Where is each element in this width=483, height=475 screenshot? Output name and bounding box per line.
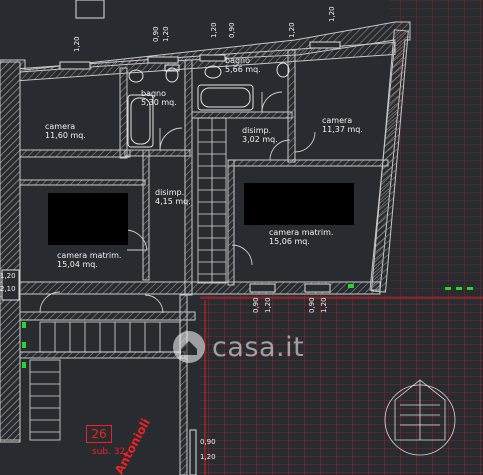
room-area: 3,02 mq.: [242, 135, 278, 144]
redaction-left: [48, 193, 128, 245]
unit-sub: sub. 32: [92, 447, 126, 457]
room-name: disimp.: [242, 126, 272, 135]
room-name: bagno: [225, 56, 251, 65]
room-bagno-right: bagno 5,66 mq.: [225, 56, 261, 74]
door-frame: [189, 429, 197, 475]
room-area: 4,15 mq.: [155, 197, 191, 206]
windows: [1, 41, 341, 301]
room-bagno-left: bagno 5,30 mq.: [141, 89, 177, 107]
dimension-label: 1,20: [73, 36, 81, 52]
room-name: camera: [45, 122, 76, 131]
dimension-label: 0,90: [152, 26, 160, 42]
dimension-label: 0,90: [252, 297, 260, 313]
room-area: 15,06 mq.: [269, 237, 310, 246]
dimension-label: 2,10: [0, 285, 16, 293]
room-name: bagno: [141, 89, 167, 98]
room-camera-right: camera 11,37 mq.: [322, 116, 363, 134]
interior-walls: [19, 49, 389, 475]
dimension-label: 1,20: [200, 453, 216, 461]
door-swings: [39, 91, 316, 314]
dimension-label: 1,20: [320, 297, 328, 313]
watermark: casa.it: [172, 330, 304, 364]
neighbor-roof: [200, 0, 483, 475]
top-box: [75, 0, 105, 19]
dimension-label: 0,90: [200, 438, 216, 446]
dimension-label: 0,90: [228, 22, 236, 38]
room-camera-left: camera 11,60 mq.: [45, 122, 86, 140]
unit-number: 26: [86, 425, 112, 443]
room-matrim-left: camera matrim. 15,04 mq.: [57, 251, 121, 269]
room-name: camera matrim.: [57, 251, 122, 260]
dimension-label: 1,20: [264, 297, 272, 313]
dimension-label: 0,90: [308, 297, 316, 313]
dimension-label: 1,20: [288, 22, 296, 38]
room-disimp-top: disimp. 3,02 mq.: [242, 126, 278, 144]
room-area: 5,66 mq.: [225, 65, 261, 74]
casa-logo-icon: [173, 331, 205, 363]
room-disimp-left: disimp. 4,15 mq.: [155, 188, 191, 206]
room-matrim-right: camera matrim. 15,06 mq.: [269, 228, 333, 246]
room-name: disimp.: [155, 188, 185, 197]
green-marks: [22, 284, 473, 368]
room-area: 15,04 mq.: [57, 260, 98, 269]
dimension-label: 1,20: [328, 6, 336, 22]
watermark-text: casa.it: [212, 331, 305, 363]
bathroom-fixtures: [127, 62, 290, 148]
redaction-right: [244, 183, 354, 225]
room-area: 11,37 mq.: [322, 125, 363, 134]
dimension-label: 1,20: [210, 22, 218, 38]
room-name: camera: [322, 116, 353, 125]
dimension-label: 1,20: [162, 26, 170, 42]
room-name: camera matrim.: [269, 228, 334, 237]
dimension-label: 1,20: [0, 272, 16, 280]
room-area: 5,30 mq.: [141, 98, 177, 107]
room-area: 11,60 mq.: [45, 131, 86, 140]
